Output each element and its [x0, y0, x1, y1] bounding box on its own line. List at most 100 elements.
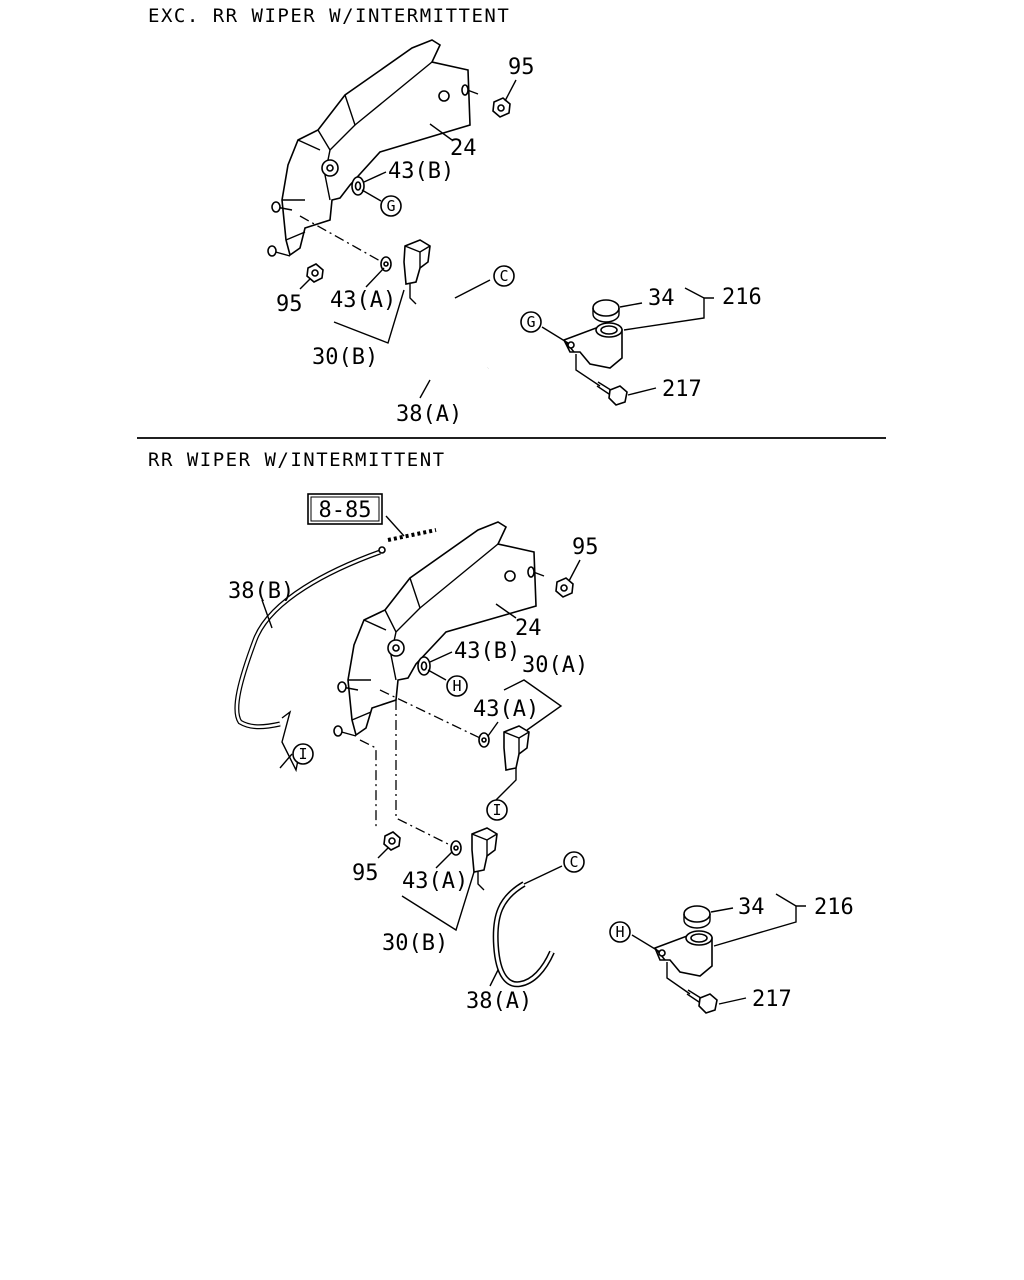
label-43a: 43(A)	[330, 288, 396, 313]
label-34: 34	[738, 895, 765, 920]
label-38a: 38(A)	[466, 989, 532, 1014]
hose-38b	[234, 528, 437, 773]
leader-24	[495, 603, 517, 619]
callout-g: G	[380, 195, 402, 217]
label-38a: 38(A)	[396, 402, 462, 427]
assembly-line	[395, 700, 453, 847]
callout-g: G	[520, 311, 542, 333]
leader-i2	[279, 753, 293, 769]
leader-38a	[419, 379, 431, 399]
washer-pump-30b	[403, 239, 431, 305]
label-43b: 43(B)	[388, 159, 454, 184]
label-24: 24	[450, 136, 477, 161]
label-43a-upper: 43(A)	[473, 697, 539, 722]
label-30b: 30(B)	[382, 931, 448, 956]
reservoir-bracket	[281, 39, 471, 257]
svg-text:H: H	[615, 923, 624, 941]
washer-pump-30b	[471, 827, 498, 891]
label-34: 34	[648, 286, 675, 311]
section-rr-wiper: RR WIPER W/INTERMITTENT 8-85	[148, 449, 854, 1014]
leader-ref	[385, 515, 405, 537]
nut-95	[306, 263, 324, 283]
label-43b: 43(B)	[454, 639, 520, 664]
label-95-top: 95	[508, 55, 535, 80]
leader-g1	[361, 189, 382, 202]
leader-95-bottom	[299, 278, 311, 290]
label-95-top: 95	[572, 535, 599, 560]
label-217: 217	[752, 987, 792, 1012]
leader-216	[713, 905, 806, 947]
nut-95	[555, 577, 574, 598]
svg-text:8-85: 8-85	[319, 498, 372, 523]
leader-95-top	[568, 559, 581, 582]
bolt-217	[686, 989, 718, 1014]
leader-30a	[503, 679, 563, 731]
assembly-line	[299, 215, 383, 263]
hose-38a	[492, 865, 563, 988]
svg-text:I: I	[298, 745, 307, 763]
reservoir-bracket	[347, 521, 537, 737]
leader-30b	[333, 289, 405, 344]
label-95-bottom: 95	[276, 292, 303, 317]
grommet-43a	[450, 840, 462, 856]
grommet-43b	[351, 176, 365, 196]
assembly-line	[359, 739, 377, 830]
leader-g2	[541, 326, 569, 344]
leader-217	[718, 997, 747, 1005]
label-30a: 30(A)	[522, 653, 588, 678]
leader-43a	[365, 267, 385, 288]
leader-i1	[495, 785, 511, 801]
leader-43a-upper	[487, 721, 499, 737]
bolt-217	[596, 381, 628, 406]
callout-i: I	[486, 799, 508, 821]
reservoir-neck-216	[562, 322, 623, 387]
leader-216-cap	[684, 287, 705, 299]
leader-h2	[631, 934, 661, 953]
reservoir-cap-34	[683, 905, 711, 929]
label-216: 216	[722, 285, 762, 310]
section-title: RR WIPER W/INTERMITTENT	[148, 449, 446, 471]
grommet-43b	[417, 656, 431, 676]
leader-h1	[427, 669, 447, 681]
bolt	[271, 201, 293, 213]
section-title: EXC. RR WIPER W/INTERMITTENT	[148, 5, 510, 27]
leader-43b	[363, 171, 387, 183]
svg-text:I: I	[492, 801, 501, 819]
hose-38a	[425, 279, 491, 400]
reservoir-neck-216	[653, 930, 713, 995]
svg-text:G: G	[526, 313, 535, 331]
svg-text:G: G	[386, 197, 395, 215]
section-exc-rr-wiper: EXC. RR WIPER W/INTERMITTENT	[148, 5, 762, 427]
leader-43b	[429, 651, 453, 663]
label-43a-lower: 43(A)	[402, 869, 468, 894]
label-30b: 30(B)	[312, 345, 378, 370]
leader-95-top	[504, 79, 517, 102]
callout-h: H	[609, 921, 631, 943]
reservoir-cap-34	[592, 299, 620, 323]
callout-c: C	[563, 851, 585, 873]
callout-h: H	[446, 675, 468, 697]
leader-216-cap	[775, 893, 797, 907]
label-38b: 38(B)	[228, 579, 294, 604]
label-216: 216	[814, 895, 854, 920]
leader-217	[627, 387, 657, 396]
bolt	[527, 566, 545, 578]
callout-i: I	[292, 743, 314, 765]
leader-43a-lower	[435, 851, 453, 869]
callout-c: C	[493, 265, 515, 287]
washer-pump-30a	[503, 725, 530, 787]
svg-text:H: H	[452, 677, 461, 695]
leader-30b	[401, 871, 475, 932]
leader-24	[429, 123, 453, 141]
svg-text:C: C	[569, 853, 578, 871]
grommet-43a	[380, 256, 392, 272]
leader-38a	[489, 969, 499, 987]
nut-95	[383, 831, 401, 851]
bolt	[267, 245, 291, 257]
bolt	[461, 84, 479, 96]
reference-box: 8-85	[307, 493, 383, 525]
nut-95	[492, 97, 511, 118]
bolt	[337, 681, 359, 693]
grommet-43a	[478, 732, 490, 748]
